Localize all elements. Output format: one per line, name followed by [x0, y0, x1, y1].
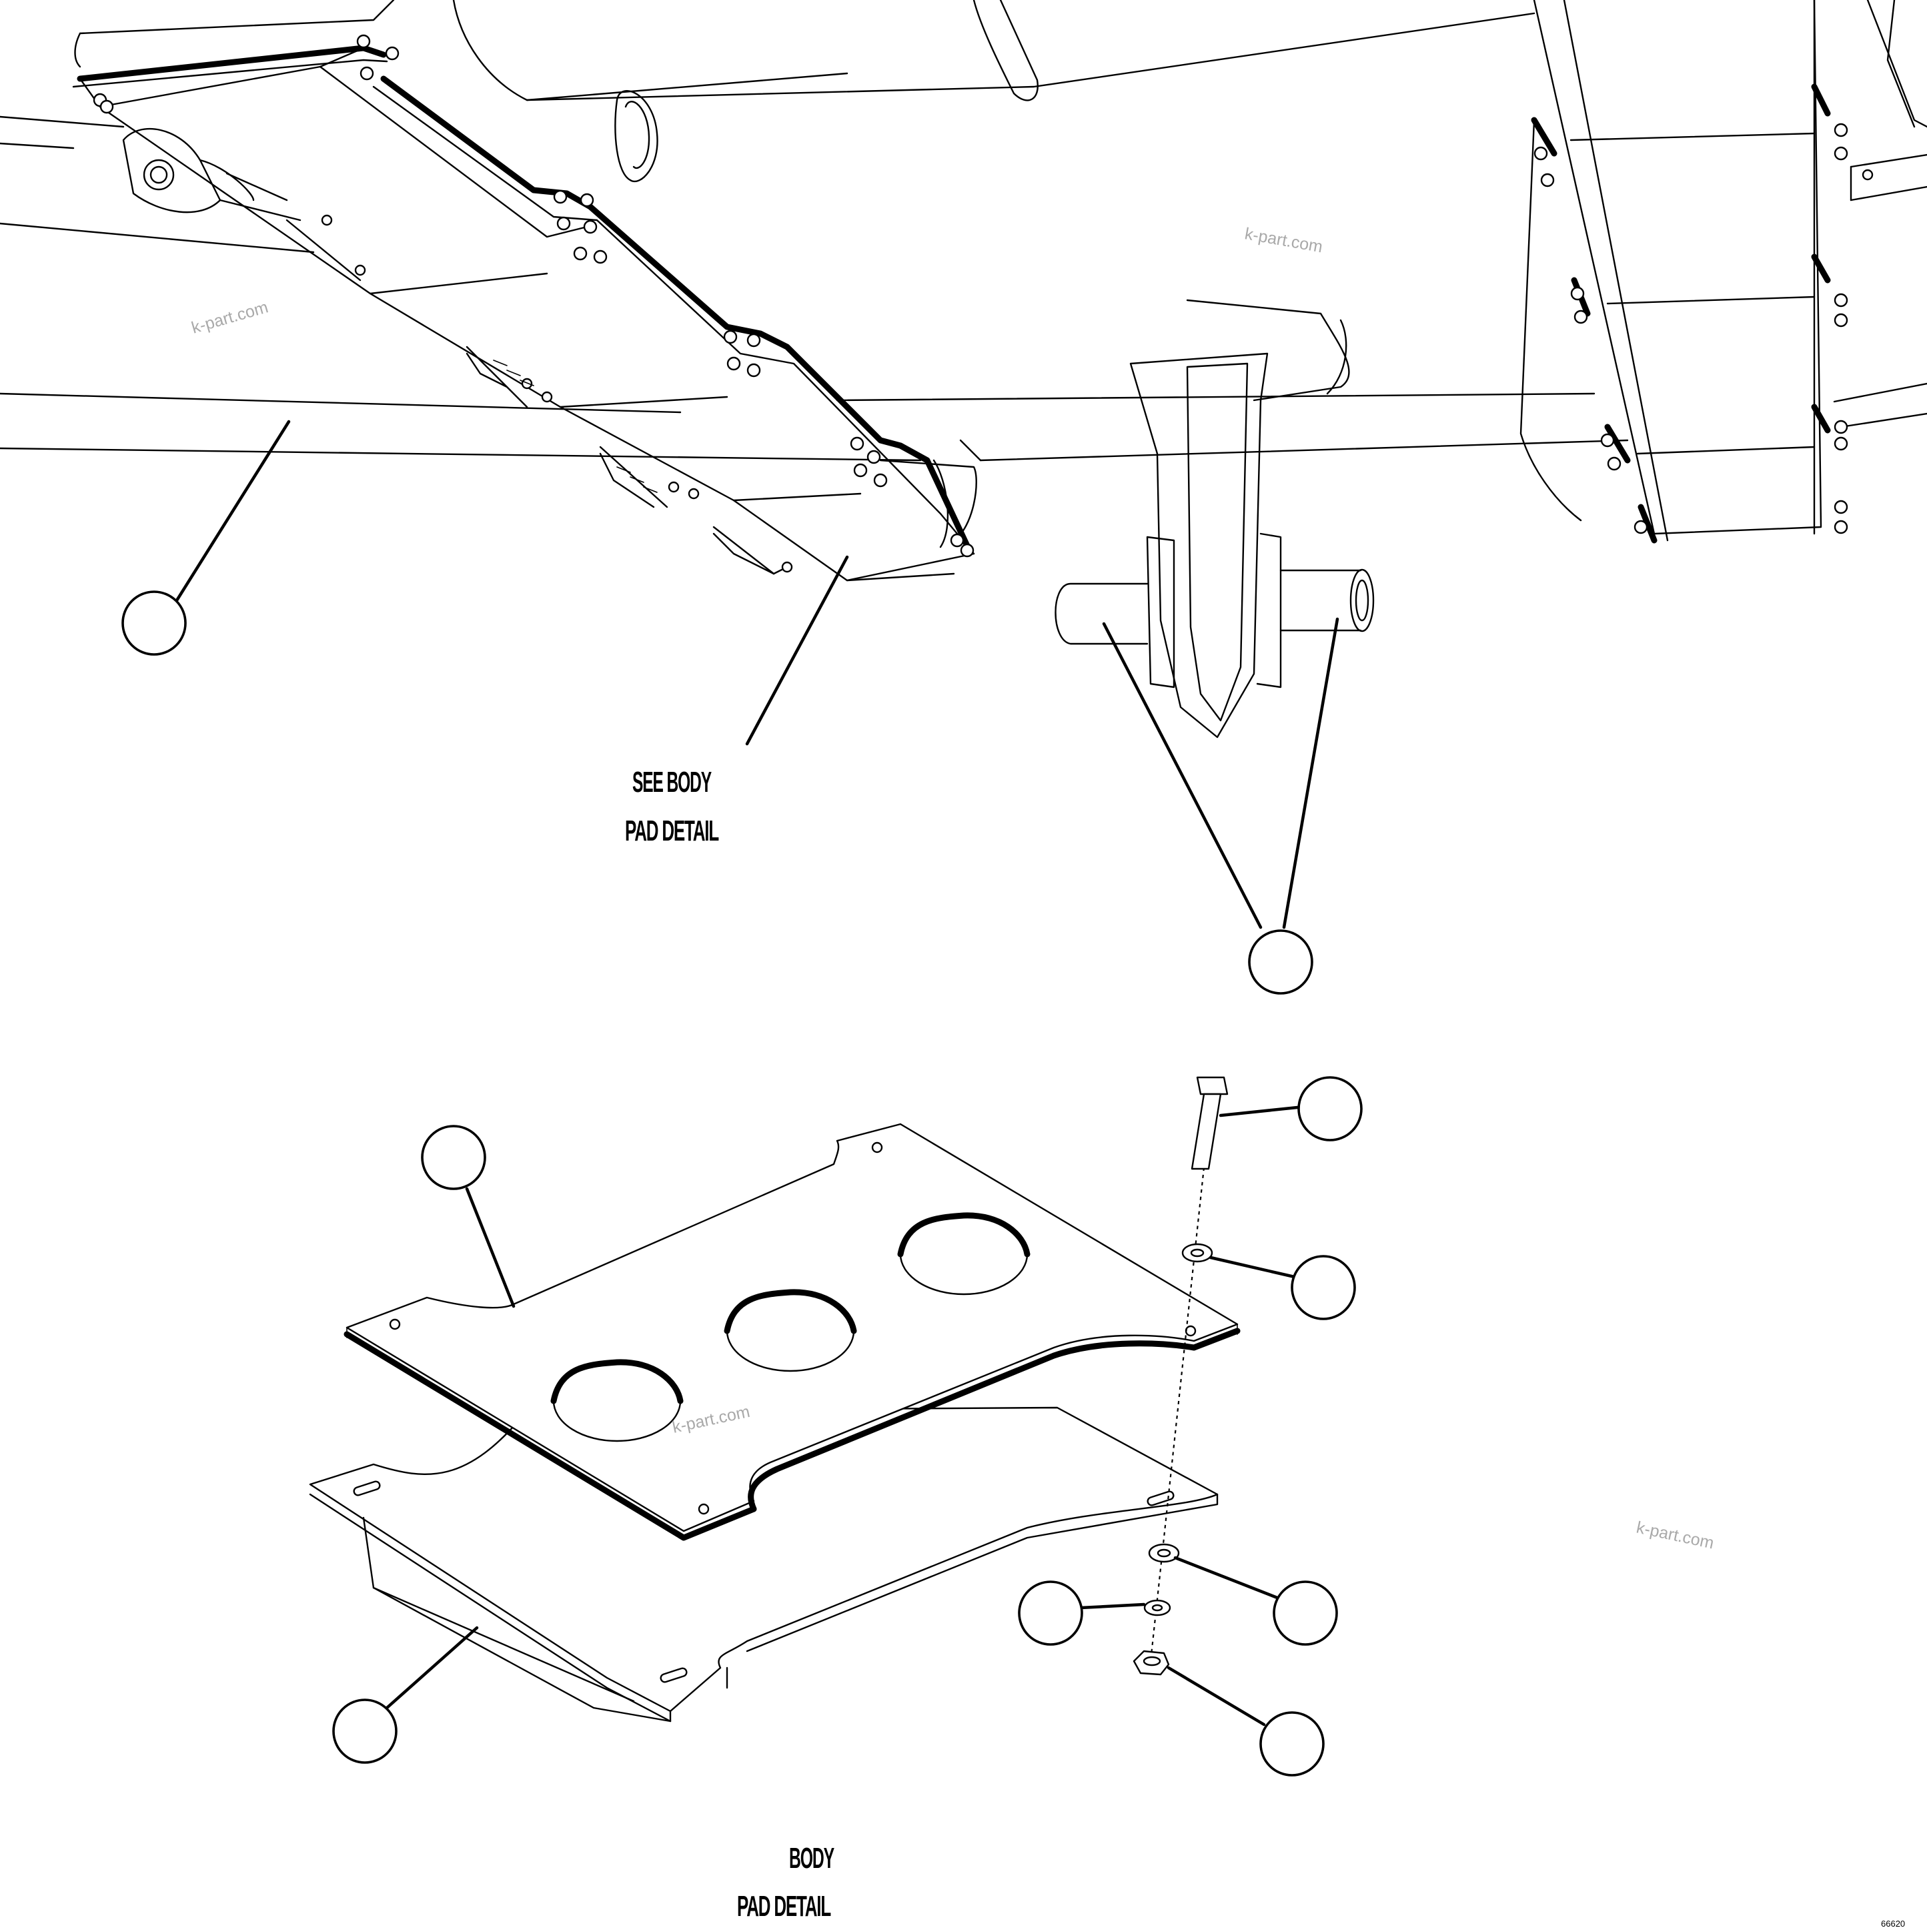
leader-see-body: [745, 555, 849, 746]
pivot-pins: [1055, 568, 1375, 645]
frame-rail: [0, 115, 1927, 462]
leader-frame-rail: [175, 420, 291, 602]
callouts: [121, 420, 1363, 1777]
see-body-label-line1: SEE BODY: [632, 766, 712, 799]
detail-title-line1: BODY: [789, 1842, 834, 1875]
washer-upper: [1181, 1243, 1213, 1263]
callout-washer-upper[interactable]: [1291, 1255, 1356, 1320]
body-pad-detail-view: [309, 1076, 1241, 1723]
watermark: k-part.com: [1635, 1518, 1716, 1552]
callout-pad-bracket[interactable]: [332, 1699, 398, 1764]
fastener-stack: [1133, 1076, 1229, 1676]
lock-washer: [1143, 1599, 1171, 1616]
see-body-label-line2: PAD DETAIL: [625, 815, 719, 847]
leader-bolt: [1219, 1105, 1299, 1117]
upper-assembly-view: [0, 0, 1927, 739]
leader-bracket: [385, 1626, 479, 1710]
leader-washer-upper: [1209, 1256, 1299, 1280]
bolt: [1191, 1076, 1229, 1170]
drawing-code: 66620: [1881, 1919, 1905, 1929]
side-pad-bolts: [1533, 123, 1848, 534]
leader-pin-right: [1282, 617, 1339, 929]
watermark: k-part.com: [1243, 224, 1324, 256]
leader-lock-washer: [1079, 1602, 1146, 1610]
text-labels: SEE BODY PAD DETAIL BODY PAD DETAIL k-pa…: [189, 224, 1905, 1929]
body-pad-rail: [72, 34, 977, 582]
callout-bolt[interactable]: [1297, 1076, 1363, 1141]
washer-lower: [1148, 1543, 1180, 1563]
watermark: k-part.com: [189, 298, 270, 337]
leader-washer-lower: [1173, 1556, 1279, 1600]
dump-body-shell: [74, 0, 1927, 402]
body-pad: [344, 1123, 1241, 1541]
side-pad-stack: [1519, 0, 1848, 544]
pad-bracket: [309, 1406, 1219, 1723]
callout-pivot-pins[interactable]: [1248, 929, 1313, 995]
pivot-bracket: [1055, 352, 1375, 739]
leader-pin-left: [1102, 622, 1263, 929]
leader-nut: [1167, 1666, 1266, 1727]
rail-bolts: [93, 34, 975, 573]
leader-pad: [465, 1187, 516, 1308]
callout-washer-lower[interactable]: [1273, 1580, 1338, 1646]
callout-frame-rail[interactable]: [121, 590, 187, 656]
detail-title-line2: PAD DETAIL: [737, 1890, 831, 1923]
nut: [1133, 1650, 1170, 1676]
callout-body-pad[interactable]: [421, 1125, 486, 1190]
callout-lock-washer[interactable]: [1018, 1580, 1083, 1646]
callout-nut[interactable]: [1259, 1711, 1325, 1777]
